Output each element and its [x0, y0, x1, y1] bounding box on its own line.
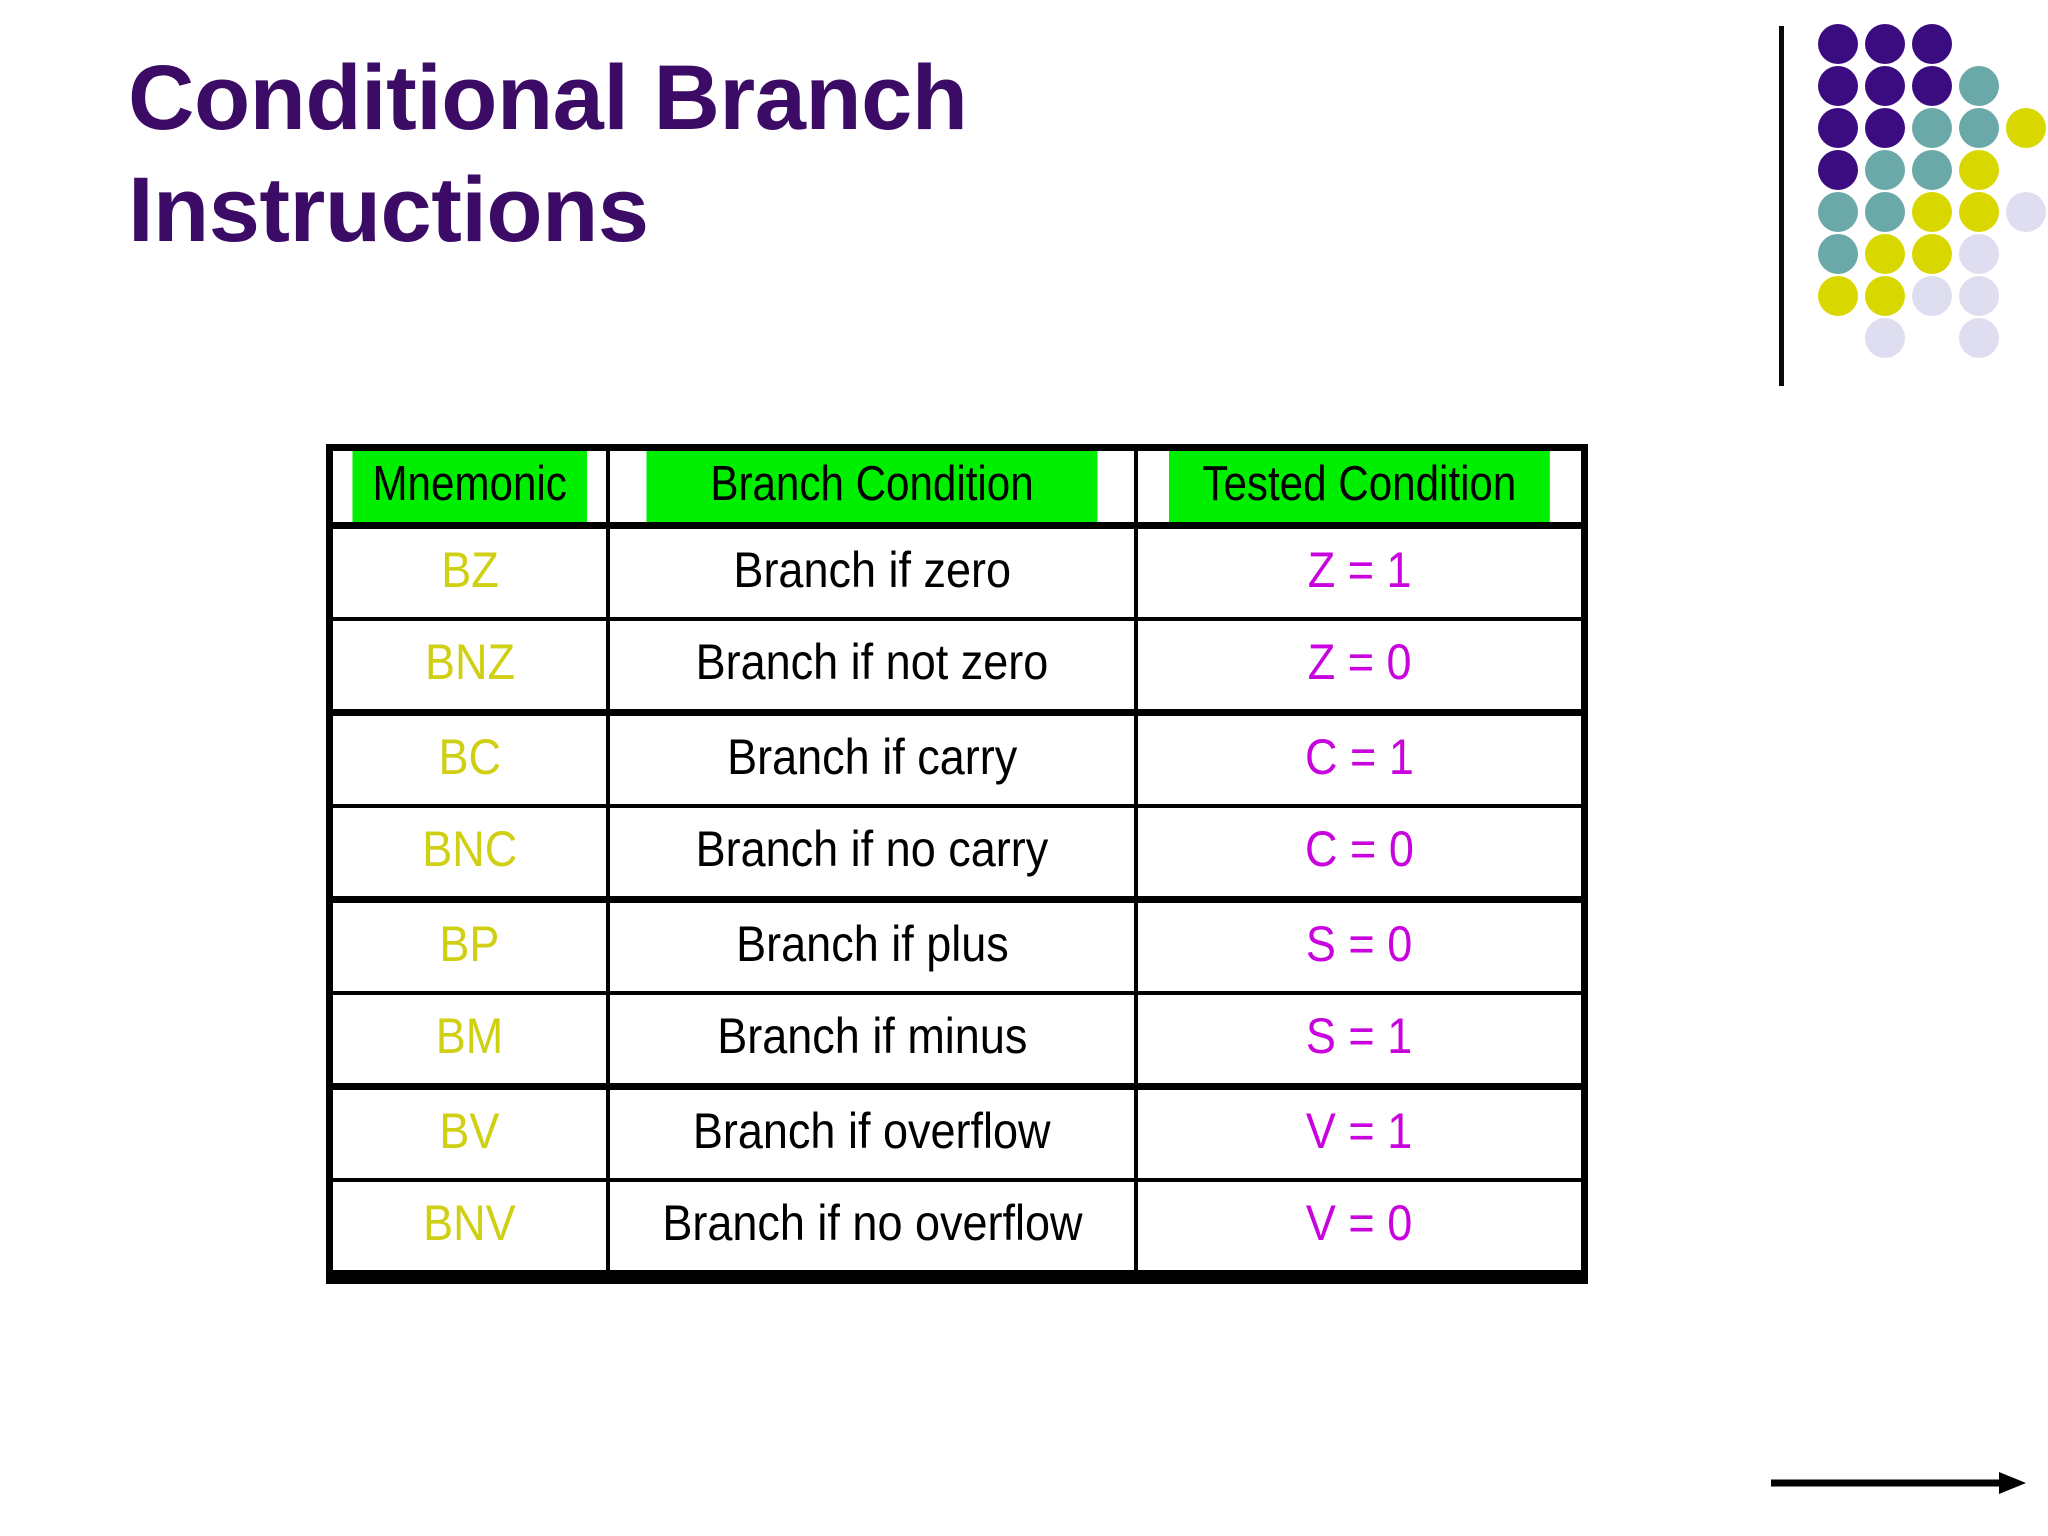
column-header-branch-condition: Branch Condition [644, 451, 1101, 529]
conditional-branch-table: Mnemonic Branch Condition Tested Conditi… [326, 444, 1588, 1284]
logo-dot-yellow [1912, 234, 1952, 274]
cell-mnemonic: BZ [333, 525, 610, 621]
cell-tested-condition: C = 1 [1136, 712, 1581, 808]
column-header-mnemonic: Mnemonic [352, 451, 591, 529]
logo-dot-purple [1865, 24, 1905, 64]
cell-mnemonic: BC [333, 712, 610, 808]
logo-dot-purple [1865, 66, 1905, 106]
logo-dot-lavender [1959, 276, 1999, 316]
logo-dot-yellow [2006, 108, 2046, 148]
cell-branch-condition: Branch if minus [608, 993, 1138, 1090]
cell-branch-condition: Branch if carry [608, 712, 1138, 808]
logo-dot-lavender [2006, 192, 2046, 232]
cell-branch-condition: Branch if no carry [608, 806, 1138, 903]
cell-mnemonic: BP [333, 899, 610, 995]
logo-dot-purple [1818, 150, 1858, 190]
logo-dot-teal [1959, 66, 1999, 106]
cell-tested-condition: S = 0 [1136, 899, 1581, 995]
right-arrow-icon [1771, 1472, 2026, 1494]
logo-dot-yellow [1912, 192, 1952, 232]
logo-dot-purple [1818, 108, 1858, 148]
cell-mnemonic: BNC [333, 806, 610, 903]
cell-branch-condition: Branch if plus [608, 899, 1138, 995]
page-title-line-1: Conditional Branch [128, 47, 968, 149]
logo-dot-purple [1912, 24, 1952, 64]
logo-dot-teal [1912, 150, 1952, 190]
cell-tested-condition: Z = 1 [1136, 525, 1581, 621]
logo-dot-lavender [1959, 234, 1999, 274]
logo-dot-yellow [1959, 150, 1999, 190]
logo-dot-purple [1912, 66, 1952, 106]
cell-tested-condition: S = 1 [1136, 993, 1581, 1090]
cell-mnemonic: BM [333, 993, 610, 1090]
logo-dot-yellow [1959, 192, 1999, 232]
cell-branch-condition: Branch if overflow [608, 1086, 1138, 1182]
logo-dot-teal [1865, 150, 1905, 190]
cell-tested-condition: V = 0 [1136, 1180, 1581, 1277]
logo-dot-purple [1865, 108, 1905, 148]
page-title-line-2: Instructions [128, 159, 649, 262]
logo-dot-lavender [1865, 318, 1905, 358]
logo-dot-teal [1912, 108, 1952, 148]
cell-tested-condition: C = 0 [1136, 806, 1581, 903]
logo-dot-yellow [1818, 276, 1858, 316]
logo-dot-teal [1818, 192, 1858, 232]
cell-branch-condition: Branch if not zero [608, 619, 1138, 716]
logo-dot-yellow [1865, 234, 1905, 274]
logo-vertical-rule [1779, 26, 1784, 386]
logo-dot-teal [1818, 234, 1858, 274]
dot-grid-logo [1818, 24, 2048, 358]
logo-dot-purple [1818, 24, 1858, 64]
cell-branch-condition: Branch if zero [608, 525, 1138, 621]
logo-dot-yellow [1865, 276, 1905, 316]
cell-mnemonic: BNZ [333, 619, 610, 716]
cell-tested-condition: Z = 0 [1136, 619, 1581, 716]
branch-instruction-table: Mnemonic Branch Condition Tested Conditi… [333, 451, 1581, 1277]
cell-tested-condition: V = 1 [1136, 1086, 1581, 1182]
logo-dot-lavender [1912, 276, 1952, 316]
cell-mnemonic: BV [333, 1086, 610, 1182]
table-header-row: Mnemonic Branch Condition Tested Conditi… [333, 451, 1581, 529]
logo-dot-purple [1818, 66, 1858, 106]
cell-branch-condition: Branch if no overflow [608, 1180, 1138, 1277]
table-header: Mnemonic Branch Condition Tested Conditi… [333, 451, 1581, 529]
logo-dot-teal [1865, 192, 1905, 232]
cell-mnemonic: BNV [333, 1180, 610, 1277]
column-header-tested-condition: Tested Condition [1167, 451, 1550, 529]
logo-dot-lavender [1959, 318, 1999, 358]
logo-dot-teal [1959, 108, 1999, 148]
